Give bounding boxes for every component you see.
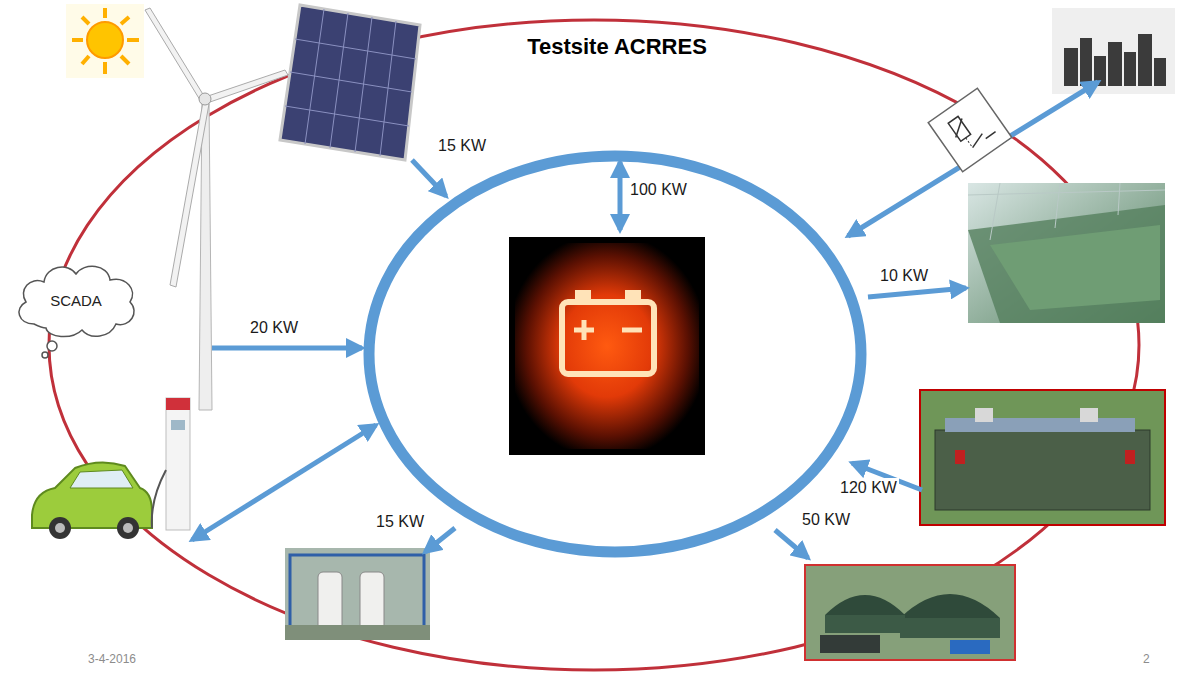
energy-bus-ring	[369, 156, 861, 552]
thought-bubble	[42, 352, 48, 358]
power-label: 100 KW	[628, 180, 689, 199]
cloud-node: SCADA	[12, 258, 140, 342]
power-label: 10 KW	[878, 266, 930, 285]
relay-symbol	[928, 88, 1012, 172]
site-boundary	[49, 20, 1139, 670]
date-footer: 3-4-2016	[88, 652, 136, 666]
power-label: 15 KW	[436, 136, 488, 155]
power-flow-arrows	[192, 82, 1098, 558]
sun-icon	[66, 4, 144, 78]
power-label: 50 KW	[800, 510, 852, 529]
diagram-title: Testsite ACRRES	[527, 34, 707, 60]
electric-car	[32, 462, 152, 539]
charging-station	[152, 398, 190, 530]
algae-greenhouse-photo	[968, 183, 1165, 323]
storage-tanks-photo	[285, 548, 430, 640]
node-text: SCADA	[50, 292, 102, 309]
city-icon	[1052, 8, 1175, 94]
page-number: 2	[1143, 652, 1150, 666]
thought-bubble	[47, 341, 57, 351]
power-label: 20 KW	[248, 318, 300, 337]
power-label: 120 KW	[838, 478, 899, 497]
biogas-plant-photo	[805, 565, 1015, 660]
solar-panel	[280, 5, 420, 160]
battery-storage	[509, 237, 705, 455]
container-unit-photo	[920, 390, 1165, 525]
cloud-outline	[19, 266, 134, 336]
power-label: 15 KW	[374, 512, 426, 531]
